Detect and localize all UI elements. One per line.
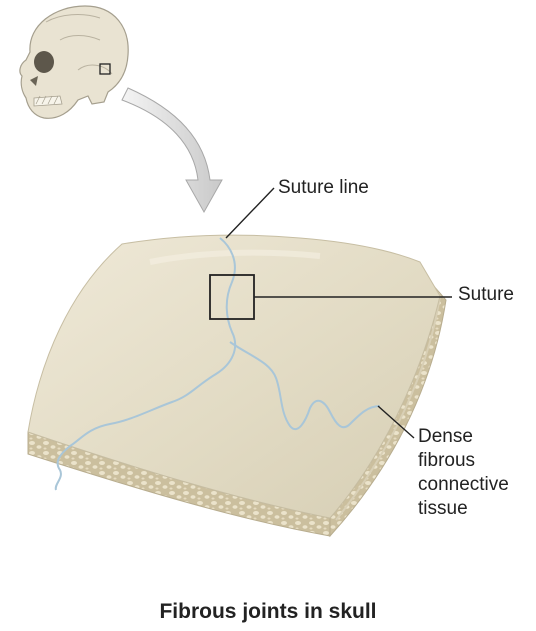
dense-label-line-1: Dense — [418, 426, 473, 447]
suture-line — [54, 237, 237, 491]
suture-label: Suture — [458, 284, 514, 305]
skull-icon — [19, 5, 129, 119]
dense-fibrous-tissue-label: Dense fibrous connective tissue — [418, 425, 509, 521]
dense-label-line-3: connective — [418, 474, 509, 495]
suture-line-leader — [225, 187, 275, 239]
skull-detail-box — [99, 63, 111, 75]
dense-label-line-4: tissue — [418, 498, 468, 519]
dense-label-line-2: fibrous — [418, 450, 476, 471]
curved-arrow-icon — [121, 87, 223, 214]
dense-tissue-leader — [377, 405, 415, 439]
figure-caption: Fibrous joints in skull — [159, 600, 377, 623]
suture-line-label: Suture line — [278, 177, 369, 198]
suture-line-branch — [229, 341, 381, 431]
bone-top-surface — [27, 234, 441, 519]
bone-block — [27, 234, 447, 538]
